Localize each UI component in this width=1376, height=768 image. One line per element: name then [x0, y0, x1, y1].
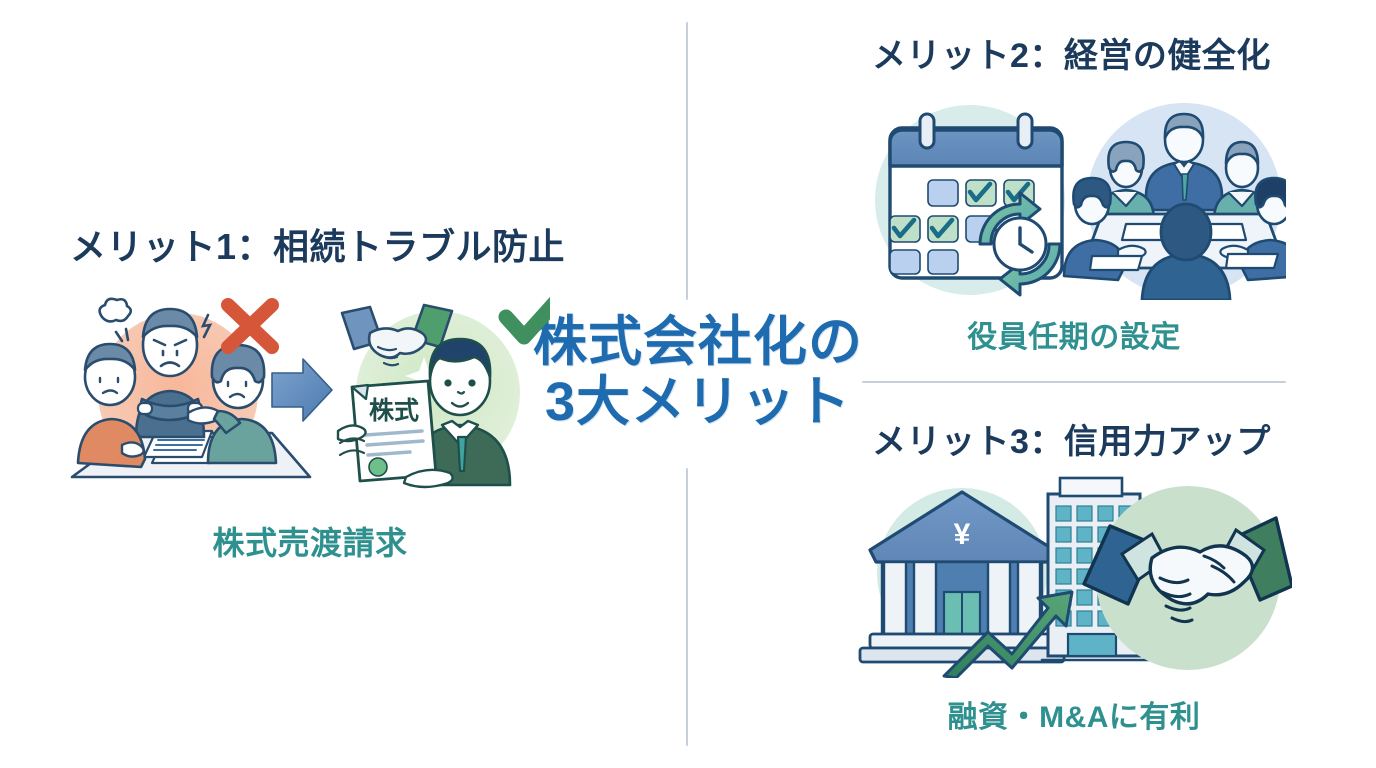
transition-arrow: [271, 358, 333, 422]
merit-2-heading: メリット2：経営の健全化: [872, 37, 1271, 75]
merit-1-illustration: 株式: [60, 285, 550, 505]
merit-1-label: 株式売渡請求: [212, 525, 408, 561]
sparkle-icon: [405, 357, 443, 395]
handshake-icon: [1082, 486, 1292, 670]
vertical-divider-top: [686, 22, 688, 300]
vertical-divider-bottom: [686, 468, 688, 746]
bank-building-scene: ¥: [858, 488, 1066, 664]
merit-3-label: 融資・M&Aに有利: [947, 701, 1201, 734]
merit-2-illustration: [862, 100, 1286, 300]
cycle-clock-icon: [978, 191, 1062, 297]
green-check-mark: [498, 296, 550, 345]
calendar-cycle-scene: [875, 105, 1065, 297]
svg-text:株式: 株式: [369, 397, 419, 425]
merit-3-heading: メリット3：信用力アップ: [872, 423, 1271, 461]
stock-certificate-scene: 株式: [336, 296, 550, 489]
red-x-mark: [221, 298, 279, 354]
merit-1-heading: メリット1：相続トラブル防止: [70, 226, 566, 267]
merit-2-label: 役員任期の設定: [967, 321, 1181, 354]
yen-symbol: ¥: [954, 518, 971, 551]
board-meeting-scene: [1062, 103, 1286, 300]
growth-arrow-icon: [942, 590, 1074, 678]
family-dispute-scene: [70, 297, 312, 479]
center-title-line-2: 3大メリット: [544, 372, 852, 433]
calendar-check-icons: [891, 181, 1031, 239]
stock-certificate: 株式: [350, 379, 438, 483]
merit-3-illustration: ¥: [852, 468, 1292, 678]
center-title-line-1: 株式会社化の: [533, 312, 863, 372]
center-title: 株式会社化の 3大メリット: [528, 312, 868, 433]
horizontal-divider-right: [862, 381, 1286, 383]
